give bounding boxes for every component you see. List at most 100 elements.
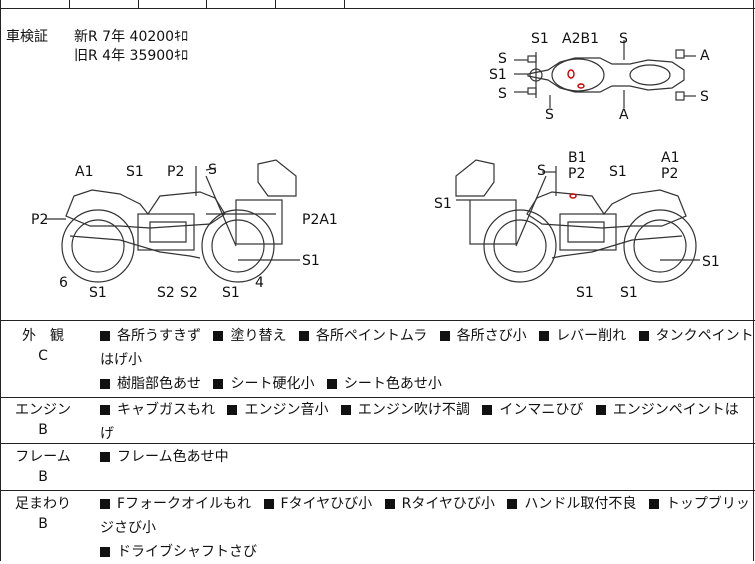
bullet-square-icon: [263, 498, 274, 509]
diagram-label: A1: [75, 164, 94, 180]
bullet-square-icon: [539, 330, 550, 341]
inspection-new: 新R 7年 40200ｷﾛ: [74, 29, 189, 45]
header-cell-divider: [69, 0, 70, 8]
diagram-label: S1: [126, 164, 144, 180]
bullet-square-icon: [595, 404, 606, 415]
right-side-diagram: [455, 159, 700, 283]
header-cell-divider: [275, 0, 276, 8]
items-line: キャブガスもれ エンジン音小 エンジン吹け不調 インマニひび エンジンペイントは…: [100, 398, 755, 446]
diagram-label: S: [537, 163, 546, 179]
grade-label: B: [38, 516, 48, 532]
diagram-label: P2: [167, 164, 185, 180]
grade-label: B: [38, 422, 48, 438]
item: トップブリッジさび小: [100, 496, 750, 536]
bullet-square-icon: [100, 378, 110, 389]
item: エンジン吹け不調: [357, 402, 470, 418]
grade-label: C: [38, 348, 48, 364]
diagram-label: S1: [702, 254, 720, 270]
bullet-square-icon: [638, 330, 649, 341]
damage-diagram: [45, 40, 700, 283]
items-exterior: 各所うすきず 塗り替え 各所ペイントムラ 各所さび小 レバー削れ タンクペイント…: [100, 324, 755, 396]
bullet-square-icon: [100, 498, 110, 509]
bullet-square-icon: [227, 404, 238, 415]
diagram-label: S2: [180, 285, 198, 301]
bullet-square-icon: [482, 404, 493, 415]
bullet-square-icon: [340, 404, 351, 415]
bullet-square-icon: [100, 330, 110, 341]
diagram-label: S1: [609, 164, 627, 180]
item: ドライブシャフトさび: [117, 544, 257, 560]
diagram-label: S: [619, 31, 628, 47]
bullet-square-icon: [439, 330, 450, 341]
diagram-label: S1: [489, 67, 507, 83]
bullet-square-icon: [213, 330, 224, 341]
items-line: ドライブシャフトさび: [100, 540, 755, 564]
inspection-old: 旧R 4年 35900ｷﾛ: [74, 48, 189, 64]
diagram-label: S1: [222, 285, 240, 301]
diagram-label: P2: [31, 212, 49, 228]
category-label: フレーム: [15, 449, 71, 465]
items-frame: フレーム色あせ中: [100, 445, 755, 469]
header-cell-divider: [138, 0, 139, 8]
bullet-square-icon: [213, 378, 224, 389]
bullet-square-icon: [384, 498, 395, 509]
item: 樹脂部色あせ: [117, 376, 201, 392]
diagram-label: S1: [302, 253, 320, 269]
item: エンジン音小: [244, 402, 329, 418]
inspection-label: 車検証: [6, 29, 48, 45]
diagram-label: 6: [59, 275, 68, 291]
category-engine: エンジン B: [8, 400, 78, 440]
diagram-label: A2B1: [562, 31, 599, 47]
bullet-square-icon: [100, 451, 110, 462]
diagram-label: S1: [434, 196, 452, 212]
diagram-label: S: [498, 51, 507, 67]
items-engine: キャブガスもれ エンジン音小 エンジン吹け不調 インマニひび エンジンペイントは…: [100, 398, 755, 446]
item: レバー削れ: [556, 328, 627, 344]
category-exterior: 外 観 C: [8, 326, 78, 366]
left-border: [0, 0, 1, 561]
diagram-label: S1: [620, 285, 638, 301]
category-label: 足まわり: [15, 496, 71, 512]
item: タンクペイントはげ小: [100, 328, 754, 368]
item: シート硬化小: [230, 376, 315, 392]
diagram-label: A1: [661, 150, 680, 166]
diagram-label: B1: [568, 150, 587, 166]
item: フレーム色あせ中: [117, 449, 229, 465]
item: Fフォークオイルもれ: [117, 496, 252, 512]
diagram-label: P2: [661, 166, 679, 182]
diagram-label: 4: [255, 275, 264, 291]
item: エンジンペイントはげ: [100, 402, 739, 442]
category-frame: フレーム B: [8, 447, 78, 487]
right-border: [753, 0, 754, 561]
item: 塗り替え: [230, 328, 287, 344]
bullet-square-icon: [100, 546, 110, 557]
item: 各所ペイントムラ: [315, 328, 428, 344]
diagram-label: A: [619, 107, 629, 123]
diagram-label: P2: [568, 166, 586, 182]
bullet-square-icon: [100, 404, 110, 415]
item: Rタイヤひび小: [401, 496, 495, 512]
section-divider: [0, 397, 755, 398]
diagram-label: A: [700, 48, 710, 64]
bullet-square-icon: [648, 498, 659, 509]
diagram-label: S1: [531, 31, 549, 47]
bullet-square-icon: [507, 498, 518, 509]
item: シート色あせ小: [343, 376, 442, 392]
diagram-label: S: [208, 162, 217, 178]
items-line: フレーム色あせ中: [100, 445, 755, 469]
item: 各所さび小: [456, 328, 527, 344]
diagram-label: S2: [157, 285, 175, 301]
bullet-square-icon: [326, 378, 337, 389]
item: キャブガスもれ: [117, 402, 215, 418]
item: インマニひび: [499, 402, 584, 418]
section-divider: [0, 443, 755, 444]
category-label: エンジン: [15, 402, 71, 418]
diagram-label: S: [545, 107, 554, 123]
header-cell-divider: [206, 0, 207, 8]
diagram-label: S1: [576, 285, 594, 301]
diagram-label: S: [498, 86, 507, 102]
diagram-label: P2A1: [302, 212, 338, 228]
bullet-square-icon: [298, 330, 309, 341]
section-divider: [0, 320, 755, 321]
